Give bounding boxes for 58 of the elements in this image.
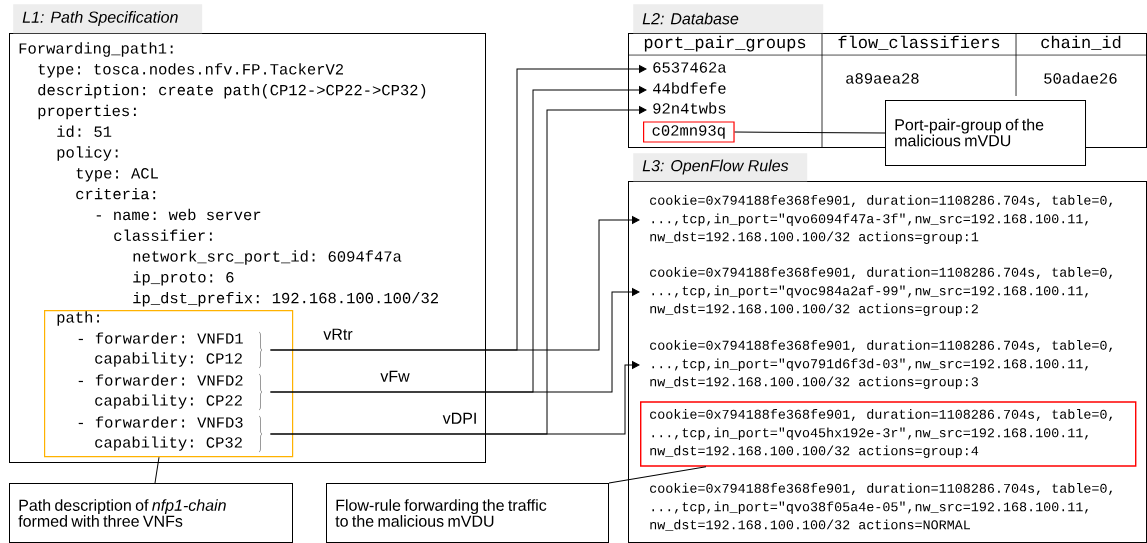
code-line: cookie=0x794188fe368fe901, duration=1108286.704s, table=0, bbox=[650, 267, 1112, 280]
code-line: nw_dst=192.168.100.100/32 actions=NORMAL bbox=[650, 519, 970, 531]
code-line: cookie=0x794188fe368fe901, duration=1108286.704s, table=0, bbox=[650, 483, 1112, 496]
panel-title: L1: Path Specification bbox=[13, 4, 203, 34]
code-line: capability: CP32 bbox=[95, 436, 242, 451]
code-line: classifier: bbox=[114, 229, 212, 241]
callout-box: Path description of nfp1-chain formed with three VNFs bbox=[9, 483, 293, 543]
table-cell: 92n4twbs bbox=[653, 102, 726, 114]
table-cell: 44bdfefe bbox=[653, 82, 726, 94]
code-line: cookie=0x794188fe368fe901, duration=1108286.704s, table=0, bbox=[650, 409, 1112, 422]
code-line: type: tosca.nodes.nfv.FP.TackerV2 bbox=[38, 63, 343, 78]
arrow bbox=[269, 361, 640, 435]
callout-box: Port-pair-group of the malicious mVDU bbox=[885, 100, 1086, 166]
panel-title: L2: Database bbox=[633, 4, 824, 34]
edge-label: vDPI bbox=[441, 411, 479, 425]
code-line: - forwarder: VNFD1 bbox=[78, 332, 243, 344]
leader-line bbox=[154, 456, 160, 484]
code-line: - name: web server bbox=[96, 208, 261, 221]
column-header: chain_id bbox=[1041, 35, 1121, 50]
code-line: nw_dst=192.168.100.100/32 actions=group:4 bbox=[650, 445, 979, 458]
edge-label: vRtr bbox=[322, 327, 354, 341]
arrow bbox=[269, 216, 640, 351]
code-line: type: ACL bbox=[76, 168, 158, 182]
code-line: ...,tcp,in_port="qvo45hx192e-3r",nw_src=192.168.100.11, bbox=[652, 427, 1088, 440]
table-cell: 6537462a bbox=[653, 62, 727, 73]
code-line: description: create path(CP12->CP22->CP32) bbox=[38, 83, 426, 99]
code-line: Forwarding_path1: bbox=[19, 42, 173, 57]
code-line: - forwarder: VNFD3 bbox=[78, 416, 243, 428]
table-cell: 50adae26 bbox=[1044, 72, 1117, 84]
code-line: id: 51 bbox=[57, 125, 112, 137]
code-line: ...,tcp,in_port="qvo38f05a4e-05",nw_src=192.168.100.11, bbox=[652, 501, 1088, 514]
code-line: ip_proto: 6 bbox=[133, 271, 234, 286]
column-header: flow_classifiers bbox=[838, 35, 1000, 50]
code-line: network_src_port_id: 6094f47a bbox=[133, 250, 402, 265]
code-line: nw_dst=192.168.100.100/32 actions=group:1 bbox=[650, 231, 979, 244]
code-line: capability: CP12 bbox=[95, 352, 242, 367]
arrow bbox=[269, 288, 640, 393]
code-line: nw_dst=192.168.100.100/32 actions=group:3 bbox=[650, 376, 978, 389]
code-line: cookie=0x794188fe368fe901, duration=1108286.704s, table=0, bbox=[650, 340, 1112, 353]
code-line: criteria: bbox=[76, 187, 156, 200]
code-line: properties: bbox=[38, 104, 136, 120]
code-line: policy: bbox=[57, 146, 118, 161]
leader-line bbox=[608, 466, 707, 484]
highlighted-cell: c02mn93q bbox=[643, 121, 735, 143]
code-line: ip_dst_prefix: 192.168.100.100/32 bbox=[133, 291, 438, 307]
code-line: ...,tcp,in_port="qvo791d6f3d-03",nw_src=192.168.100.11, bbox=[652, 358, 1088, 371]
code-line: capability: CP22 bbox=[95, 394, 242, 409]
leader-line bbox=[734, 131, 886, 134]
code-line: cookie=0x794188fe368fe901, duration=1108286.704s, table=0, bbox=[650, 195, 1112, 208]
code-line: - forwarder: VNFD2 bbox=[78, 374, 243, 386]
panel-title: L3: OpenFlow Rules bbox=[633, 153, 808, 182]
code-line: ...,tcp,in_port="qvoc984a2af-99",nw_src=192.168.100.11, bbox=[652, 285, 1088, 298]
callout-box: Flow-rule forwarding the traffic to the malicious mVDU bbox=[326, 483, 609, 543]
edge-label: vFw bbox=[379, 369, 411, 383]
code-line: nw_dst=192.168.100.100/32 actions=group:2 bbox=[650, 303, 978, 316]
code-line: ...,tcp,in_port="qvo6094f47a-3f",nw_src=192.168.100.11, bbox=[652, 213, 1088, 226]
column-header: port_pair_groups bbox=[644, 35, 806, 52]
table-cell: a89aea28 bbox=[846, 73, 919, 84]
